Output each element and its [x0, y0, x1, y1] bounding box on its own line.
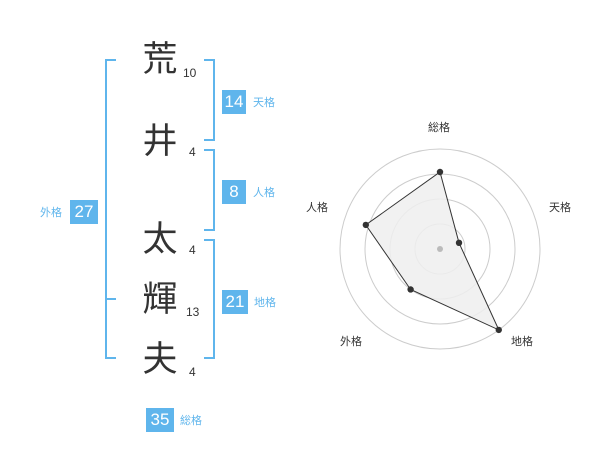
jinkaku-label: 人格 [253, 186, 275, 199]
gaikaku-bracket [105, 59, 116, 359]
radar-axis-label-tenkaku: 天格 [549, 201, 571, 214]
jinkaku-value: 8 [222, 180, 246, 204]
radar-axis-label-chikaku: 地格 [511, 335, 533, 348]
name-char-1: 荒 [142, 40, 178, 80]
radar-point-4 [407, 286, 414, 293]
stroke-count-1: 10 [183, 66, 197, 80]
chikaku-label: 地格 [254, 296, 276, 309]
chikaku-value: 21 [222, 290, 248, 314]
tenkaku-label: 天格 [253, 96, 275, 109]
stroke-count-4: 13 [186, 305, 200, 319]
stroke-count-5: 4 [189, 365, 196, 379]
name-char-5: 夫 [142, 340, 178, 380]
radar-point-1 [436, 168, 444, 176]
soukaku-value: 35 [146, 408, 174, 432]
name-char-2: 井 [142, 122, 178, 162]
stroke-count-3: 4 [189, 243, 196, 257]
tenkaku-bracket [204, 59, 215, 141]
radar-point-3 [495, 326, 502, 334]
radar-axis-label-gaikaku: 外格 [340, 335, 362, 348]
radar-axis-label-soukaku: 総格 [428, 121, 450, 134]
gaikaku-value: 27 [70, 200, 98, 224]
radar-center-point [437, 246, 443, 252]
name-char-4: 輝 [142, 280, 178, 320]
soukaku-label: 総格 [180, 414, 202, 427]
name-char-3: 太 [142, 220, 178, 260]
radar-point-2 [455, 239, 463, 247]
jinkaku-bracket [204, 149, 215, 231]
radar-area [365, 171, 500, 331]
chikaku-bracket [204, 239, 215, 359]
tenkaku-value: 14 [222, 90, 246, 114]
gaikaku-label: 外格 [40, 206, 62, 219]
radar-point-5 [362, 221, 370, 229]
stroke-count-2: 4 [189, 145, 196, 159]
radar-grid-ring [339, 148, 541, 350]
radar-axis-label-jinkaku: 人格 [306, 201, 328, 214]
